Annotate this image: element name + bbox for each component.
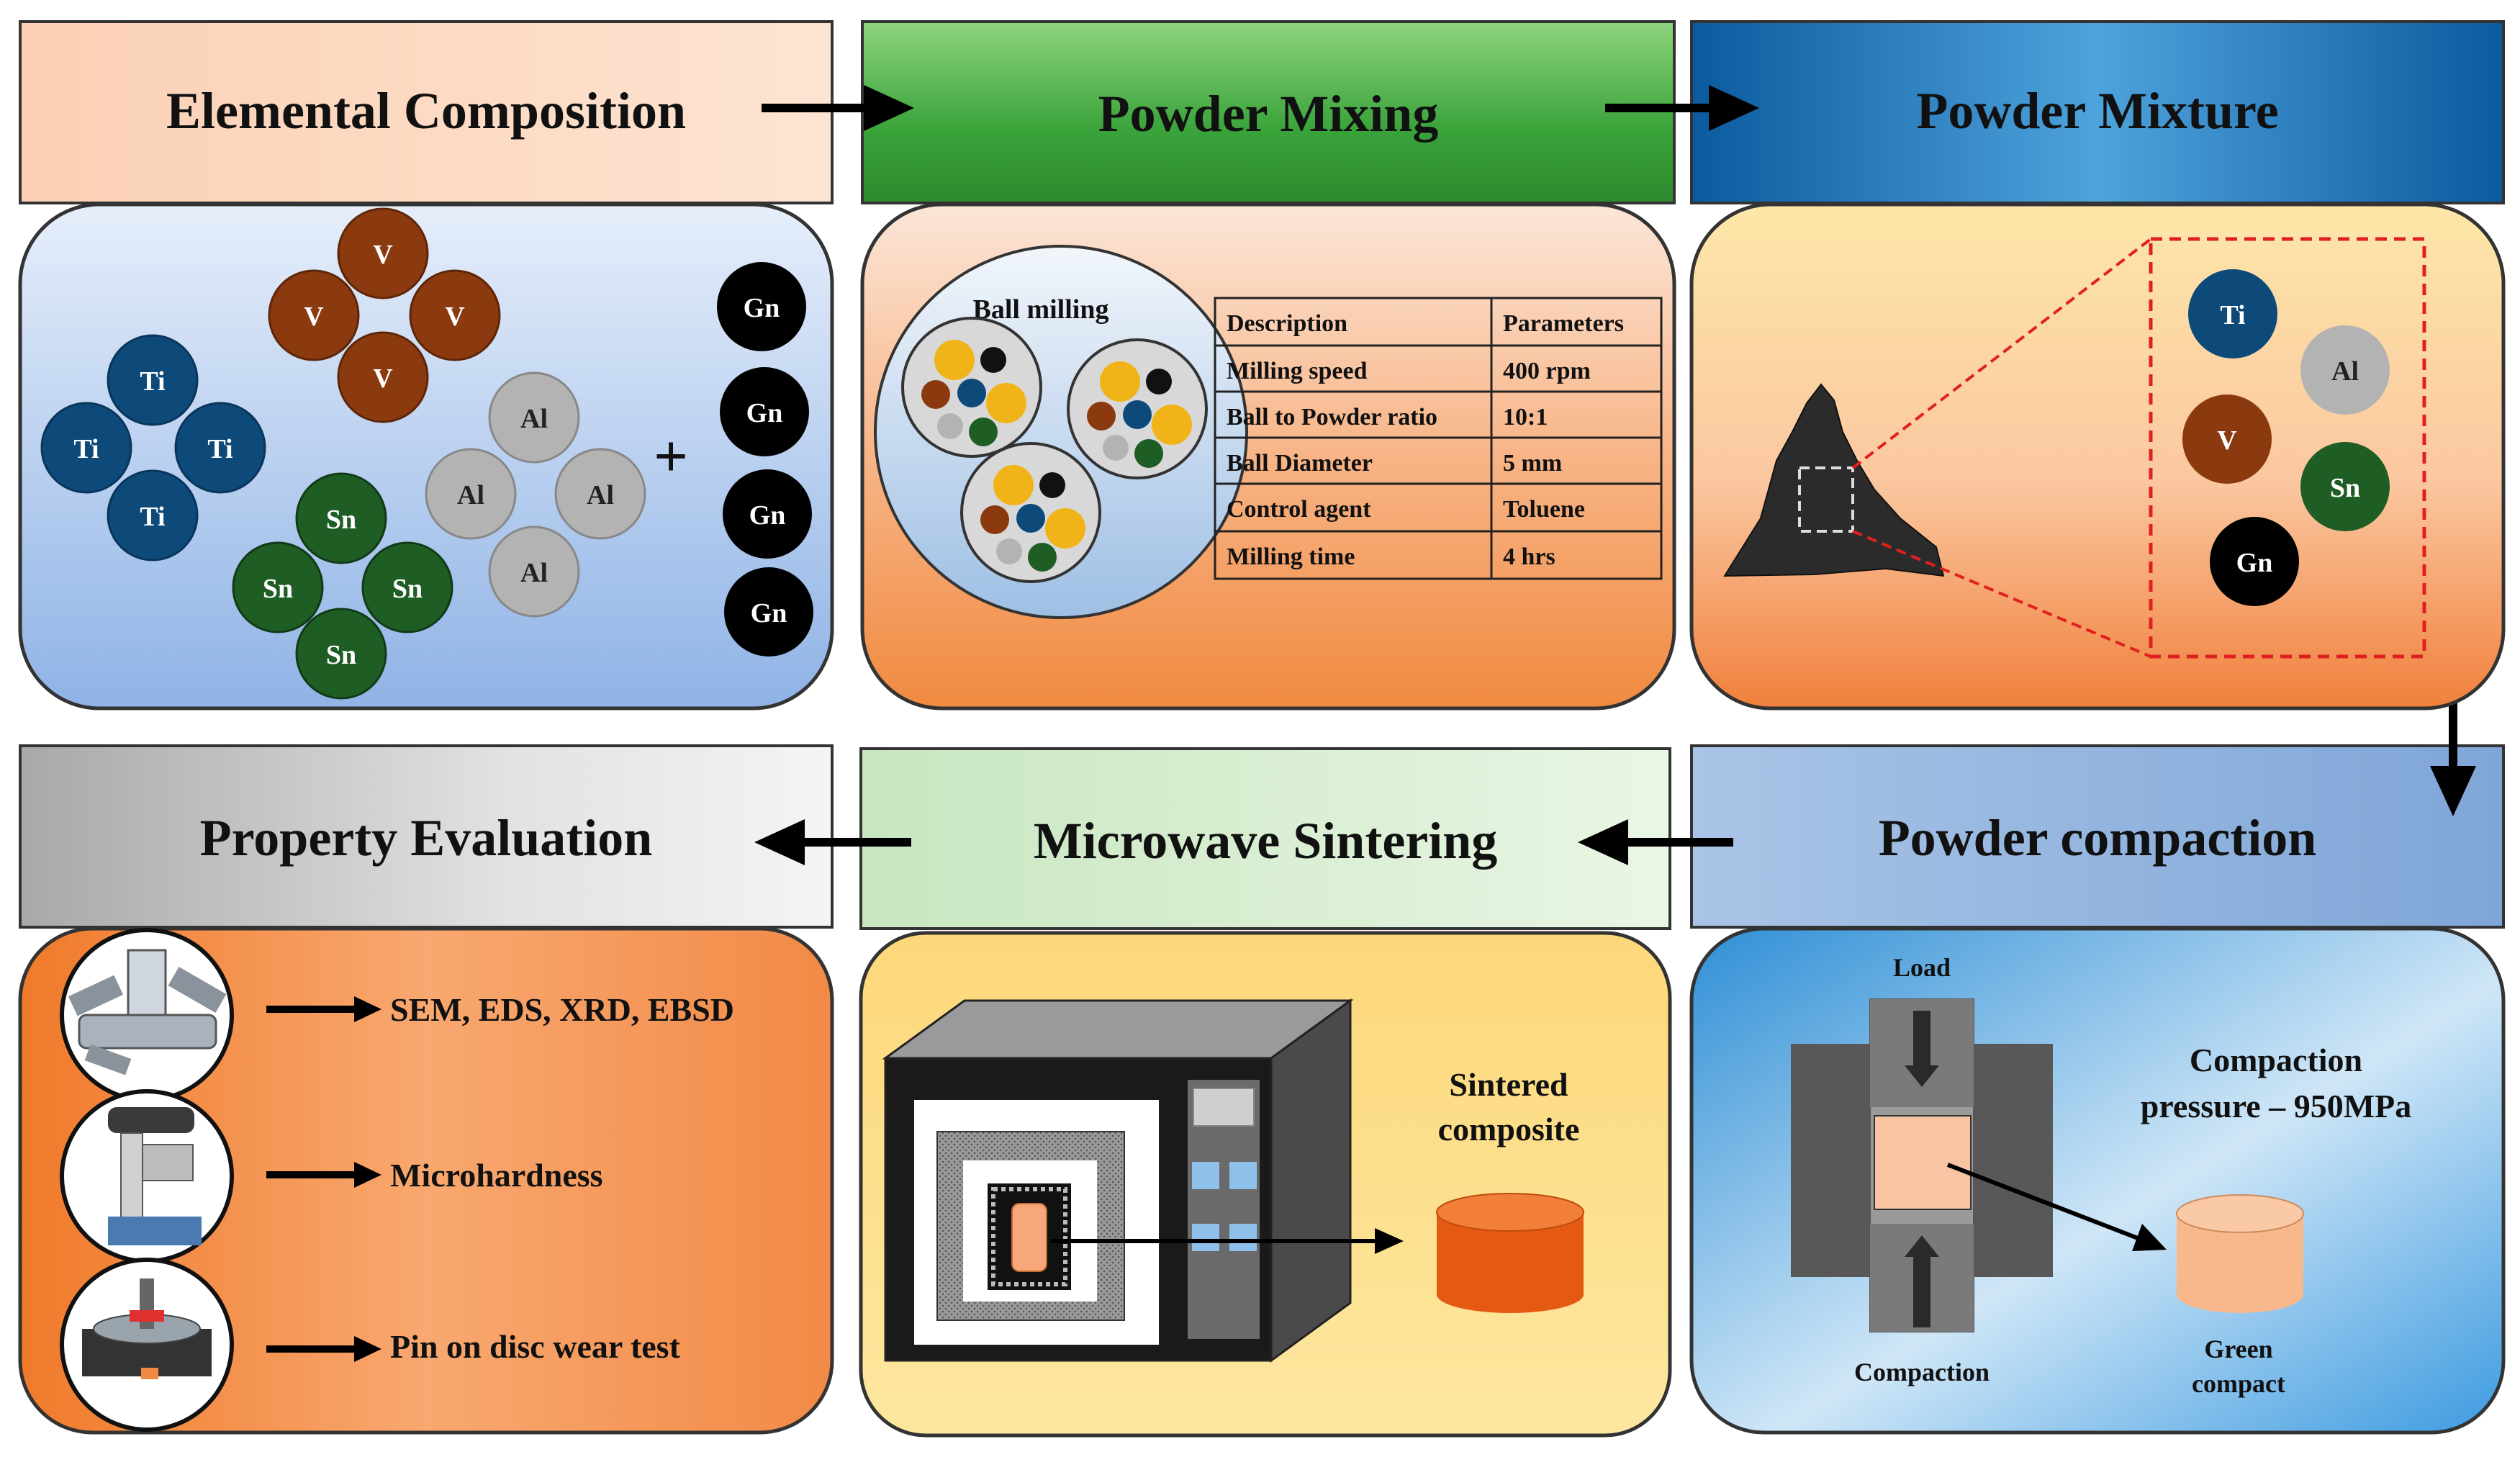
panel-mixing: Ball milling xyxy=(860,202,1676,711)
panel-sintering: Sintered composite xyxy=(859,931,1672,1438)
table-cell: Milling time xyxy=(1227,543,1355,570)
plus-sign: + xyxy=(654,423,688,490)
table-cell: 10:1 xyxy=(1503,404,1548,430)
svg-text:Gn: Gn xyxy=(746,398,783,428)
microwave-oven-icon xyxy=(882,998,1354,1363)
svg-text:Sn: Sn xyxy=(326,505,356,535)
svg-text:Ti: Ti xyxy=(73,434,99,464)
stage-title-evaluation: Property Evaluation xyxy=(19,744,834,929)
stage-title-mixing: Powder Mixing xyxy=(861,20,1676,204)
svg-text:Powder compaction: Powder compaction xyxy=(1879,809,2317,867)
ti-particles: Ti Ti Ti Ti xyxy=(40,334,266,561)
svg-text:Ti: Ti xyxy=(140,366,165,397)
compaction-label: Compaction xyxy=(1854,1358,1990,1386)
svg-text:Al: Al xyxy=(2331,356,2359,387)
svg-text:Sn: Sn xyxy=(2330,473,2360,503)
svg-text:V: V xyxy=(445,302,465,332)
test-microhardness-label: Microhardness xyxy=(390,1157,603,1194)
al-particles: Al Al Al Al xyxy=(425,371,646,618)
panel-mixture: Ti Al V Sn Gn xyxy=(1689,202,2506,711)
svg-text:V: V xyxy=(2217,425,2237,456)
svg-text:Microwave Sintering: Microwave Sintering xyxy=(1034,812,1498,870)
compaction-die-icon xyxy=(1791,998,2053,1332)
sintered-composite-label-line2: composite xyxy=(1438,1111,1580,1147)
green-compact-label-line2: compact xyxy=(2192,1369,2285,1398)
evaluation-arrows xyxy=(266,996,381,1362)
table-cell: Milling speed xyxy=(1227,358,1368,384)
powder-heap-icon xyxy=(1723,383,1945,577)
pin-on-disc-tester-icon xyxy=(60,1258,234,1432)
table-header: Description xyxy=(1227,310,1347,337)
pressure-label-line2: pressure – 950MPa xyxy=(2141,1088,2412,1124)
svg-text:Sn: Sn xyxy=(263,574,293,604)
zoom-inset-box xyxy=(2149,237,2426,659)
svg-text:Powder Mixture: Powder Mixture xyxy=(1916,82,2278,140)
panel-elemental: Ti Ti Ti Ti V V V V Al Al Al Al Sn Sn Sn… xyxy=(18,202,834,711)
svg-text:Elemental Composition: Elemental Composition xyxy=(166,82,686,140)
svg-text:Sn: Sn xyxy=(326,640,356,670)
table-cell: Ball Diameter xyxy=(1227,450,1373,477)
svg-text:Property Evaluation: Property Evaluation xyxy=(200,809,653,867)
sintered-composite-label-line1: Sintered xyxy=(1449,1066,1568,1103)
arrow-sintering-to-evaluation xyxy=(754,819,911,865)
svg-text:Gn: Gn xyxy=(749,500,786,531)
test-sem-label: SEM, EDS, XRD, EBSD xyxy=(390,991,734,1028)
sem-instrument-icon xyxy=(60,928,234,1102)
pressure-label-line1: Compaction xyxy=(2190,1042,2362,1078)
mixture-particles: Ti Al V Sn Gn xyxy=(2182,269,2390,606)
table-header: Parameters xyxy=(1503,310,1624,337)
svg-text:Sn: Sn xyxy=(392,574,423,604)
svg-text:V: V xyxy=(304,302,324,332)
stage-title-compaction: Powder compaction xyxy=(1690,744,2505,929)
table-cell: Ball to Powder ratio xyxy=(1227,404,1437,430)
gn-particles: Gn Gn Gn Gn xyxy=(717,262,813,657)
ball-mill-icon: Ball milling xyxy=(874,245,1248,619)
microhardness-tester-icon xyxy=(60,1089,234,1263)
arrow-compaction-to-sintering xyxy=(1578,819,1733,865)
milling-parameters-table: Description Parameters Milling speed 400… xyxy=(1214,297,1663,580)
test-wear-label: Pin on disc wear test xyxy=(390,1328,681,1365)
svg-text:Al: Al xyxy=(587,480,614,510)
panel-compaction: Load Compaction Compaction pressure – 95… xyxy=(1689,926,2506,1435)
svg-text:Al: Al xyxy=(457,480,484,510)
v-particles: V V V V xyxy=(268,207,501,423)
table-cell: Toluene xyxy=(1503,496,1585,523)
sintered-composite-icon xyxy=(1436,1193,1584,1313)
table-cell: 5 mm xyxy=(1503,450,1562,477)
svg-text:Gn: Gn xyxy=(2236,548,2273,578)
table-cell: Control agent xyxy=(1227,496,1371,523)
load-label: Load xyxy=(1893,953,1951,982)
panel-evaluation: SEM, EDS, XRD, EBSD Microhardness Pin on… xyxy=(18,926,834,1435)
svg-text:Ti: Ti xyxy=(207,434,232,464)
svg-text:Gn: Gn xyxy=(744,293,780,323)
stage-title-mixture: Powder Mixture xyxy=(1690,20,2505,204)
svg-text:Powder Mixing: Powder Mixing xyxy=(1098,85,1439,143)
table-cell: 400 rpm xyxy=(1503,358,1591,384)
table-cell: 4 hrs xyxy=(1503,543,1555,570)
sn-particles: Sn Sn Sn Sn xyxy=(232,472,453,700)
svg-text:V: V xyxy=(373,240,393,270)
milling-jar xyxy=(960,442,1101,583)
svg-text:Gn: Gn xyxy=(751,598,787,628)
svg-text:V: V xyxy=(373,364,393,394)
svg-text:Ti: Ti xyxy=(2220,300,2245,330)
ball-milling-label: Ball milling xyxy=(973,294,1109,325)
stage-title-elemental: Elemental Composition xyxy=(19,20,834,204)
arrow-mixing-to-mixture xyxy=(1605,85,1759,131)
green-compact-icon xyxy=(2176,1194,2304,1313)
svg-text:Ti: Ti xyxy=(140,502,165,532)
milling-jar xyxy=(901,317,1042,458)
arrow-elemental-to-mixing xyxy=(762,85,914,131)
svg-text:Al: Al xyxy=(520,404,548,434)
stage-title-sintering: Microwave Sintering xyxy=(859,747,1671,930)
zoom-region-box xyxy=(1798,466,1854,533)
svg-text:Al: Al xyxy=(520,558,548,588)
green-compact-label-line1: Green xyxy=(2204,1335,2272,1363)
milling-jar xyxy=(1067,338,1208,479)
